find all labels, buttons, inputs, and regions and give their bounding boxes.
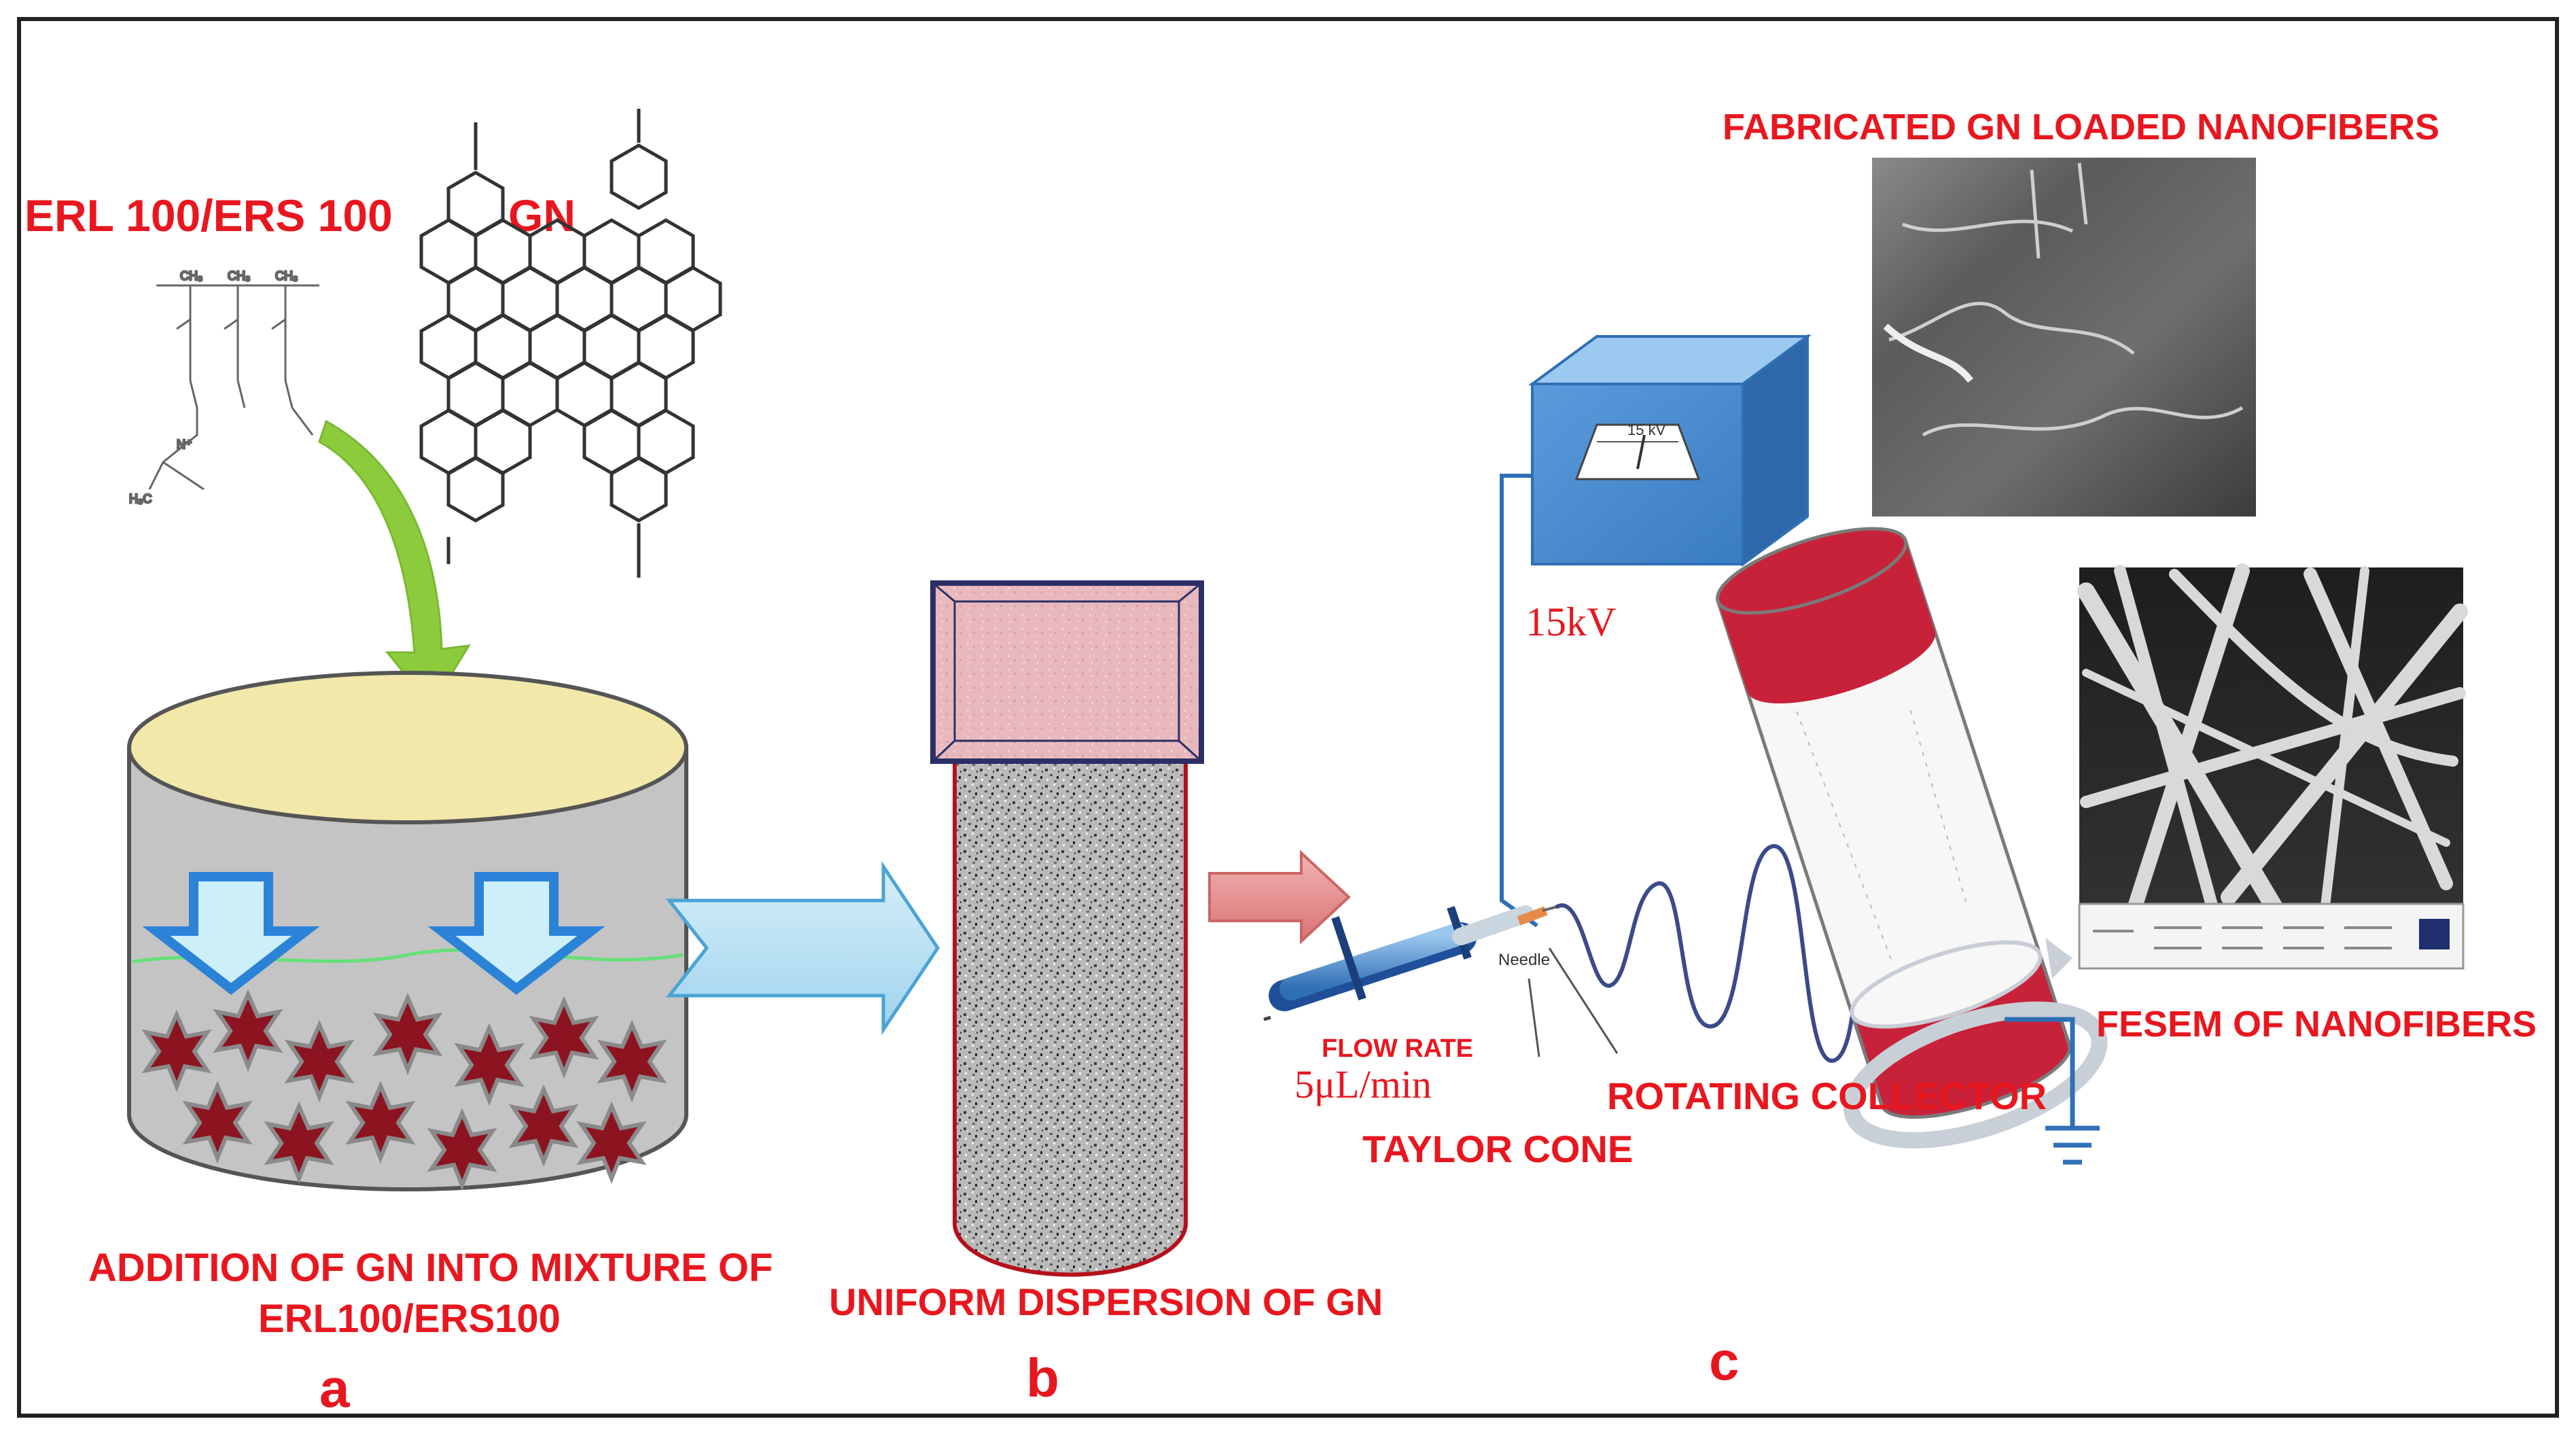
voltage-label: 15kV: [1525, 599, 1616, 644]
meter-readout: 15 kV: [1627, 421, 1666, 438]
polymer-structure-icon: CH₃ CH₃ CH₃ N⁺ H₃C: [128, 268, 319, 507]
taylor-cone-pointer: [1528, 947, 1619, 1057]
addition-label-line1: ADDITION OF GN INTO MIXTURE OF: [88, 1246, 773, 1290]
flow-rate-value: 5μL/min: [1294, 1062, 1432, 1106]
needle-label: Needle: [1498, 951, 1550, 969]
svg-text:CH₃: CH₃: [180, 269, 202, 283]
power-supply-icon: 15 kV: [1528, 334, 1812, 567]
fesem-label: FESEM OF NANOFIBERS: [2096, 1004, 2537, 1045]
uniform-dispersion-label: UNIFORM DISPERSION OF GN: [829, 1280, 1383, 1323]
vial-icon: [930, 580, 1204, 1277]
panel-label-a: a: [319, 1358, 350, 1418]
gn-label: GN: [508, 190, 576, 241]
svg-text:H₃C: H₃C: [129, 492, 152, 506]
polymer-label: ERL 100/ERS 100: [24, 190, 393, 241]
transfer-arrow-icon: [665, 860, 940, 1036]
graphene-structure-icon: [421, 109, 720, 578]
panel-label-b: b: [1026, 1348, 1059, 1408]
transfer-arrow-2-icon: [1208, 850, 1351, 945]
sem-image-right: [2077, 563, 2468, 970]
rotating-collector-label: ROTATING COLLECTOR: [1607, 1074, 2047, 1117]
ground-icon: [2005, 1017, 2100, 1165]
syringe-icon: [1263, 905, 1558, 1021]
green-arrow-icon: [318, 419, 471, 709]
beaker-icon: [127, 671, 688, 1191]
sem-image-top: [1872, 158, 2256, 517]
fabricated-nanofibers-label: FABRICATED GN LOADED NANOFIBERS: [1723, 107, 2439, 147]
flow-rate-title: FLOW RATE: [1322, 1034, 1473, 1063]
rotation-arrow-icon: [2045, 938, 2072, 979]
rotating-collector-icon: [1716, 527, 2108, 1149]
svg-text:CH₃: CH₃: [275, 269, 298, 283]
addition-label-line2: ERL100/ERS100: [258, 1297, 561, 1341]
svg-text:N⁺: N⁺: [177, 438, 192, 451]
svg-text:CH₃: CH₃: [228, 269, 250, 283]
panel-label-c: c: [1709, 1331, 1740, 1391]
taylor-cone-label: TAYLOR CONE: [1362, 1127, 1633, 1170]
